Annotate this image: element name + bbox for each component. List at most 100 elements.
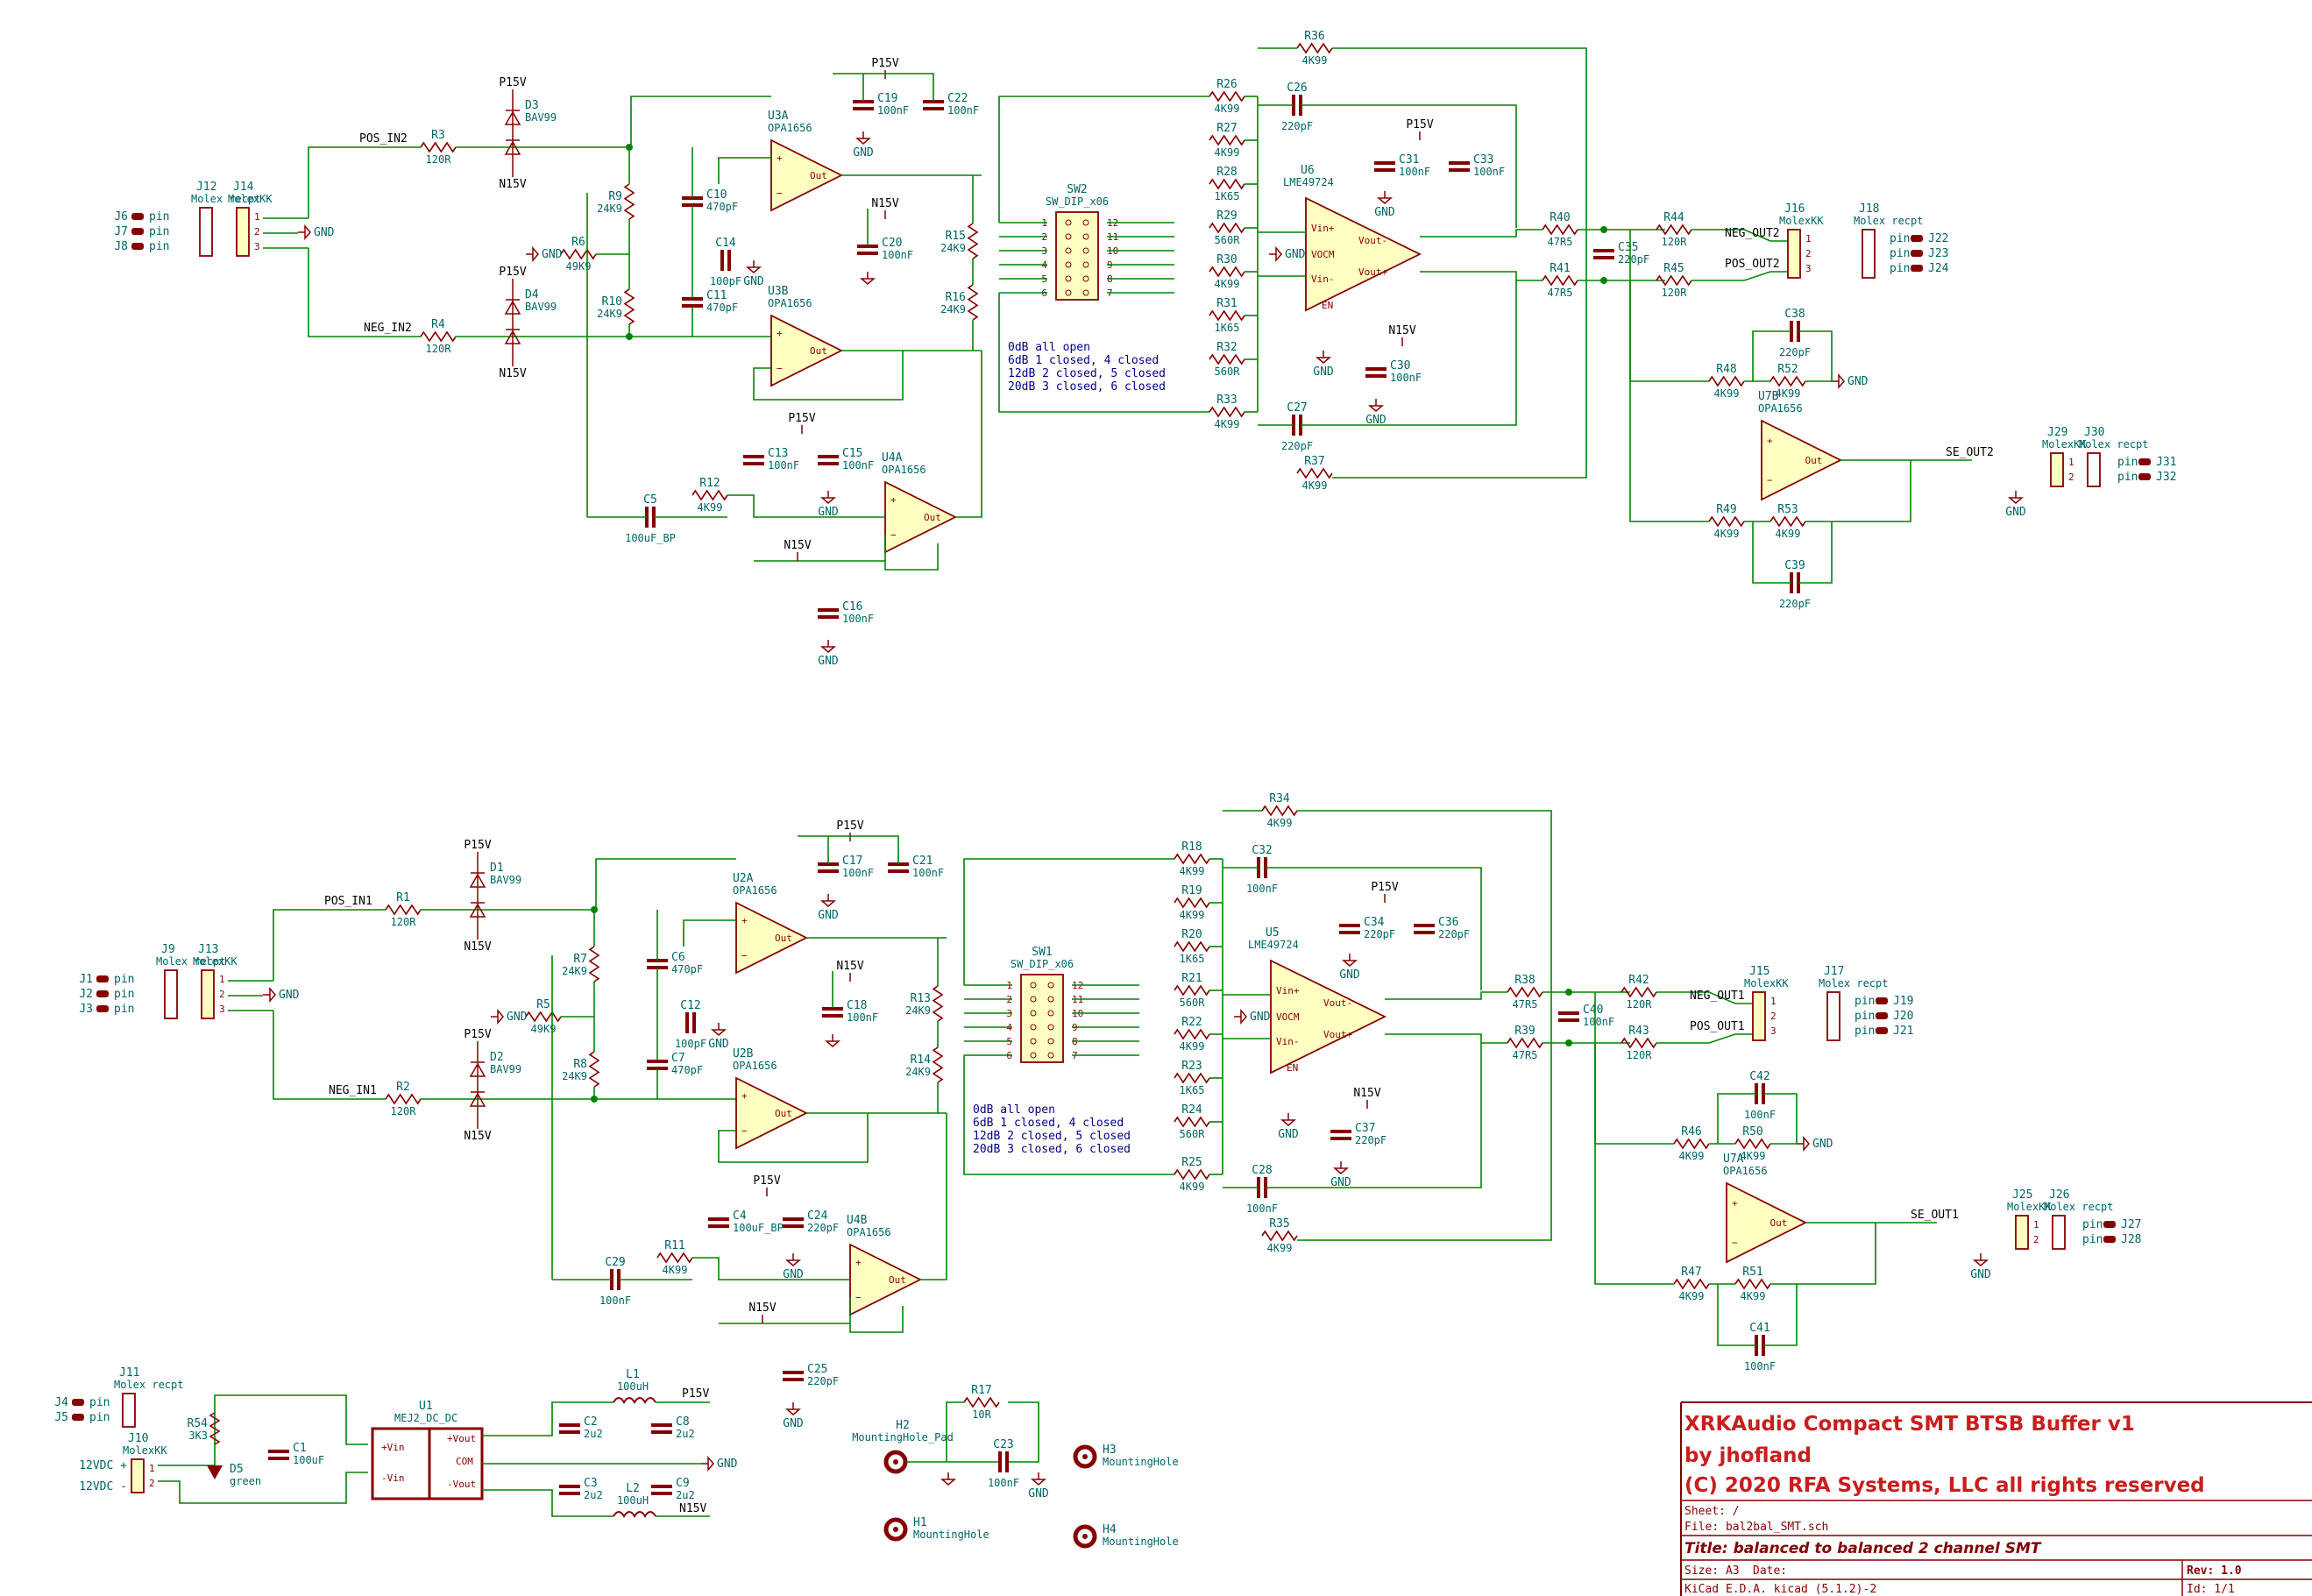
gnd-label: GND <box>1028 1487 1049 1500</box>
opamp-out-label: Out <box>775 933 792 944</box>
gnd-label: GND <box>1339 968 1360 982</box>
wire <box>833 73 934 102</box>
resistor-value: 47R5 <box>1548 236 1573 248</box>
wire <box>273 1011 386 1100</box>
resistor-value: 560R <box>1215 365 1241 378</box>
dc-in-plus: 12VDC + <box>79 1459 127 1472</box>
resistor-value: 24K9 <box>562 965 587 977</box>
hole-center <box>1082 1534 1088 1539</box>
pin-label: pin <box>149 210 169 223</box>
resistor-ref: R46 <box>1681 1125 1701 1138</box>
capacitor-ref: C32 <box>1252 844 1272 857</box>
opamp-plus: + <box>1767 436 1773 447</box>
wire <box>1752 330 1791 381</box>
inductor-body <box>613 1511 656 1518</box>
resistor-ref: R4 <box>431 318 445 331</box>
resistor-body <box>967 284 979 321</box>
inductor-ref: L2 <box>626 1482 640 1495</box>
opamp-value: OPA1656 <box>847 1226 891 1238</box>
wire <box>1266 867 1482 990</box>
gnd-label: GND <box>1278 1128 1299 1141</box>
wire <box>1629 230 1709 522</box>
opamp-plus: + <box>890 494 897 506</box>
wire <box>1763 1284 1798 1346</box>
power-rail: P15V <box>499 266 527 287</box>
gnd-symbol: GND <box>1278 1113 1299 1141</box>
resistor-body <box>1209 266 1245 278</box>
gnd-label: GND <box>507 1011 528 1024</box>
wire <box>753 351 904 401</box>
wire <box>1301 280 1517 426</box>
wire <box>1656 991 1753 1004</box>
junction <box>1600 277 1607 284</box>
capacitor-value: 470pF <box>706 301 738 314</box>
pin-ref: J3 <box>79 1003 93 1016</box>
wire <box>683 919 736 947</box>
gnd-glyph <box>1332 1161 1350 1174</box>
capacitor-value: 100nF <box>1246 1202 1278 1215</box>
capacitor-ref: C15 <box>842 447 862 460</box>
pin-glyph <box>96 1005 109 1012</box>
pin-glyph <box>2103 1236 2116 1243</box>
dip-contact <box>1065 275 1072 282</box>
header-pin: 3 <box>1770 1025 1777 1037</box>
resistor-ref: R25 <box>1181 1156 1202 1169</box>
resistor-value: 4K99 <box>1776 528 1801 540</box>
gnd-glyph <box>1797 1135 1810 1153</box>
rail-label: N15V <box>1353 1087 1380 1100</box>
resistor-value: 120R <box>1627 998 1653 1011</box>
mounting-hole-h2 <box>883 1450 908 1474</box>
resistor-value: 120R <box>1627 1049 1653 1061</box>
dc-dc-pin: -Vin <box>381 1472 405 1484</box>
opamp-out-label: Out <box>810 345 827 357</box>
resistor-body <box>1734 1278 1771 1290</box>
dip-contact <box>1030 1024 1037 1031</box>
hole-value: MountingHole <box>1103 1536 1179 1548</box>
hole-value: MountingHole_Pad <box>852 1431 954 1443</box>
pin-label: pin <box>1890 247 1910 260</box>
opamp-value: OPA1656 <box>768 122 812 134</box>
opamp-value: OPA1656 <box>733 884 777 897</box>
wire <box>1798 330 1833 381</box>
wire <box>1008 1401 1039 1463</box>
header-ref: J25 <box>2012 1188 2032 1202</box>
header-pin: 3 <box>254 241 260 252</box>
gnd-symbol: GND <box>1028 1472 1049 1500</box>
resistor-value: 49K9 <box>531 1023 557 1035</box>
wire <box>1656 1033 1753 1044</box>
recpt-ref: J30 <box>2084 426 2104 439</box>
pin-ref: J28 <box>2121 1233 2141 1246</box>
capacitor-ref: C29 <box>605 1256 625 1269</box>
resistor-body <box>1209 90 1245 103</box>
resistor-ref: R13 <box>911 992 931 1005</box>
dip-contact <box>1030 996 1037 1003</box>
gnd-symbol: GND <box>783 1253 804 1281</box>
rail-label: N15V <box>464 1130 491 1143</box>
wire <box>955 351 982 518</box>
wire <box>849 1297 904 1333</box>
capacitor-ref: C5 <box>643 493 657 507</box>
capacitor-ref: C33 <box>1473 153 1493 167</box>
pin-label: pin <box>1890 262 1910 275</box>
pin-label: pin <box>89 1396 110 1409</box>
resistor-ref: R54 <box>188 1417 209 1430</box>
